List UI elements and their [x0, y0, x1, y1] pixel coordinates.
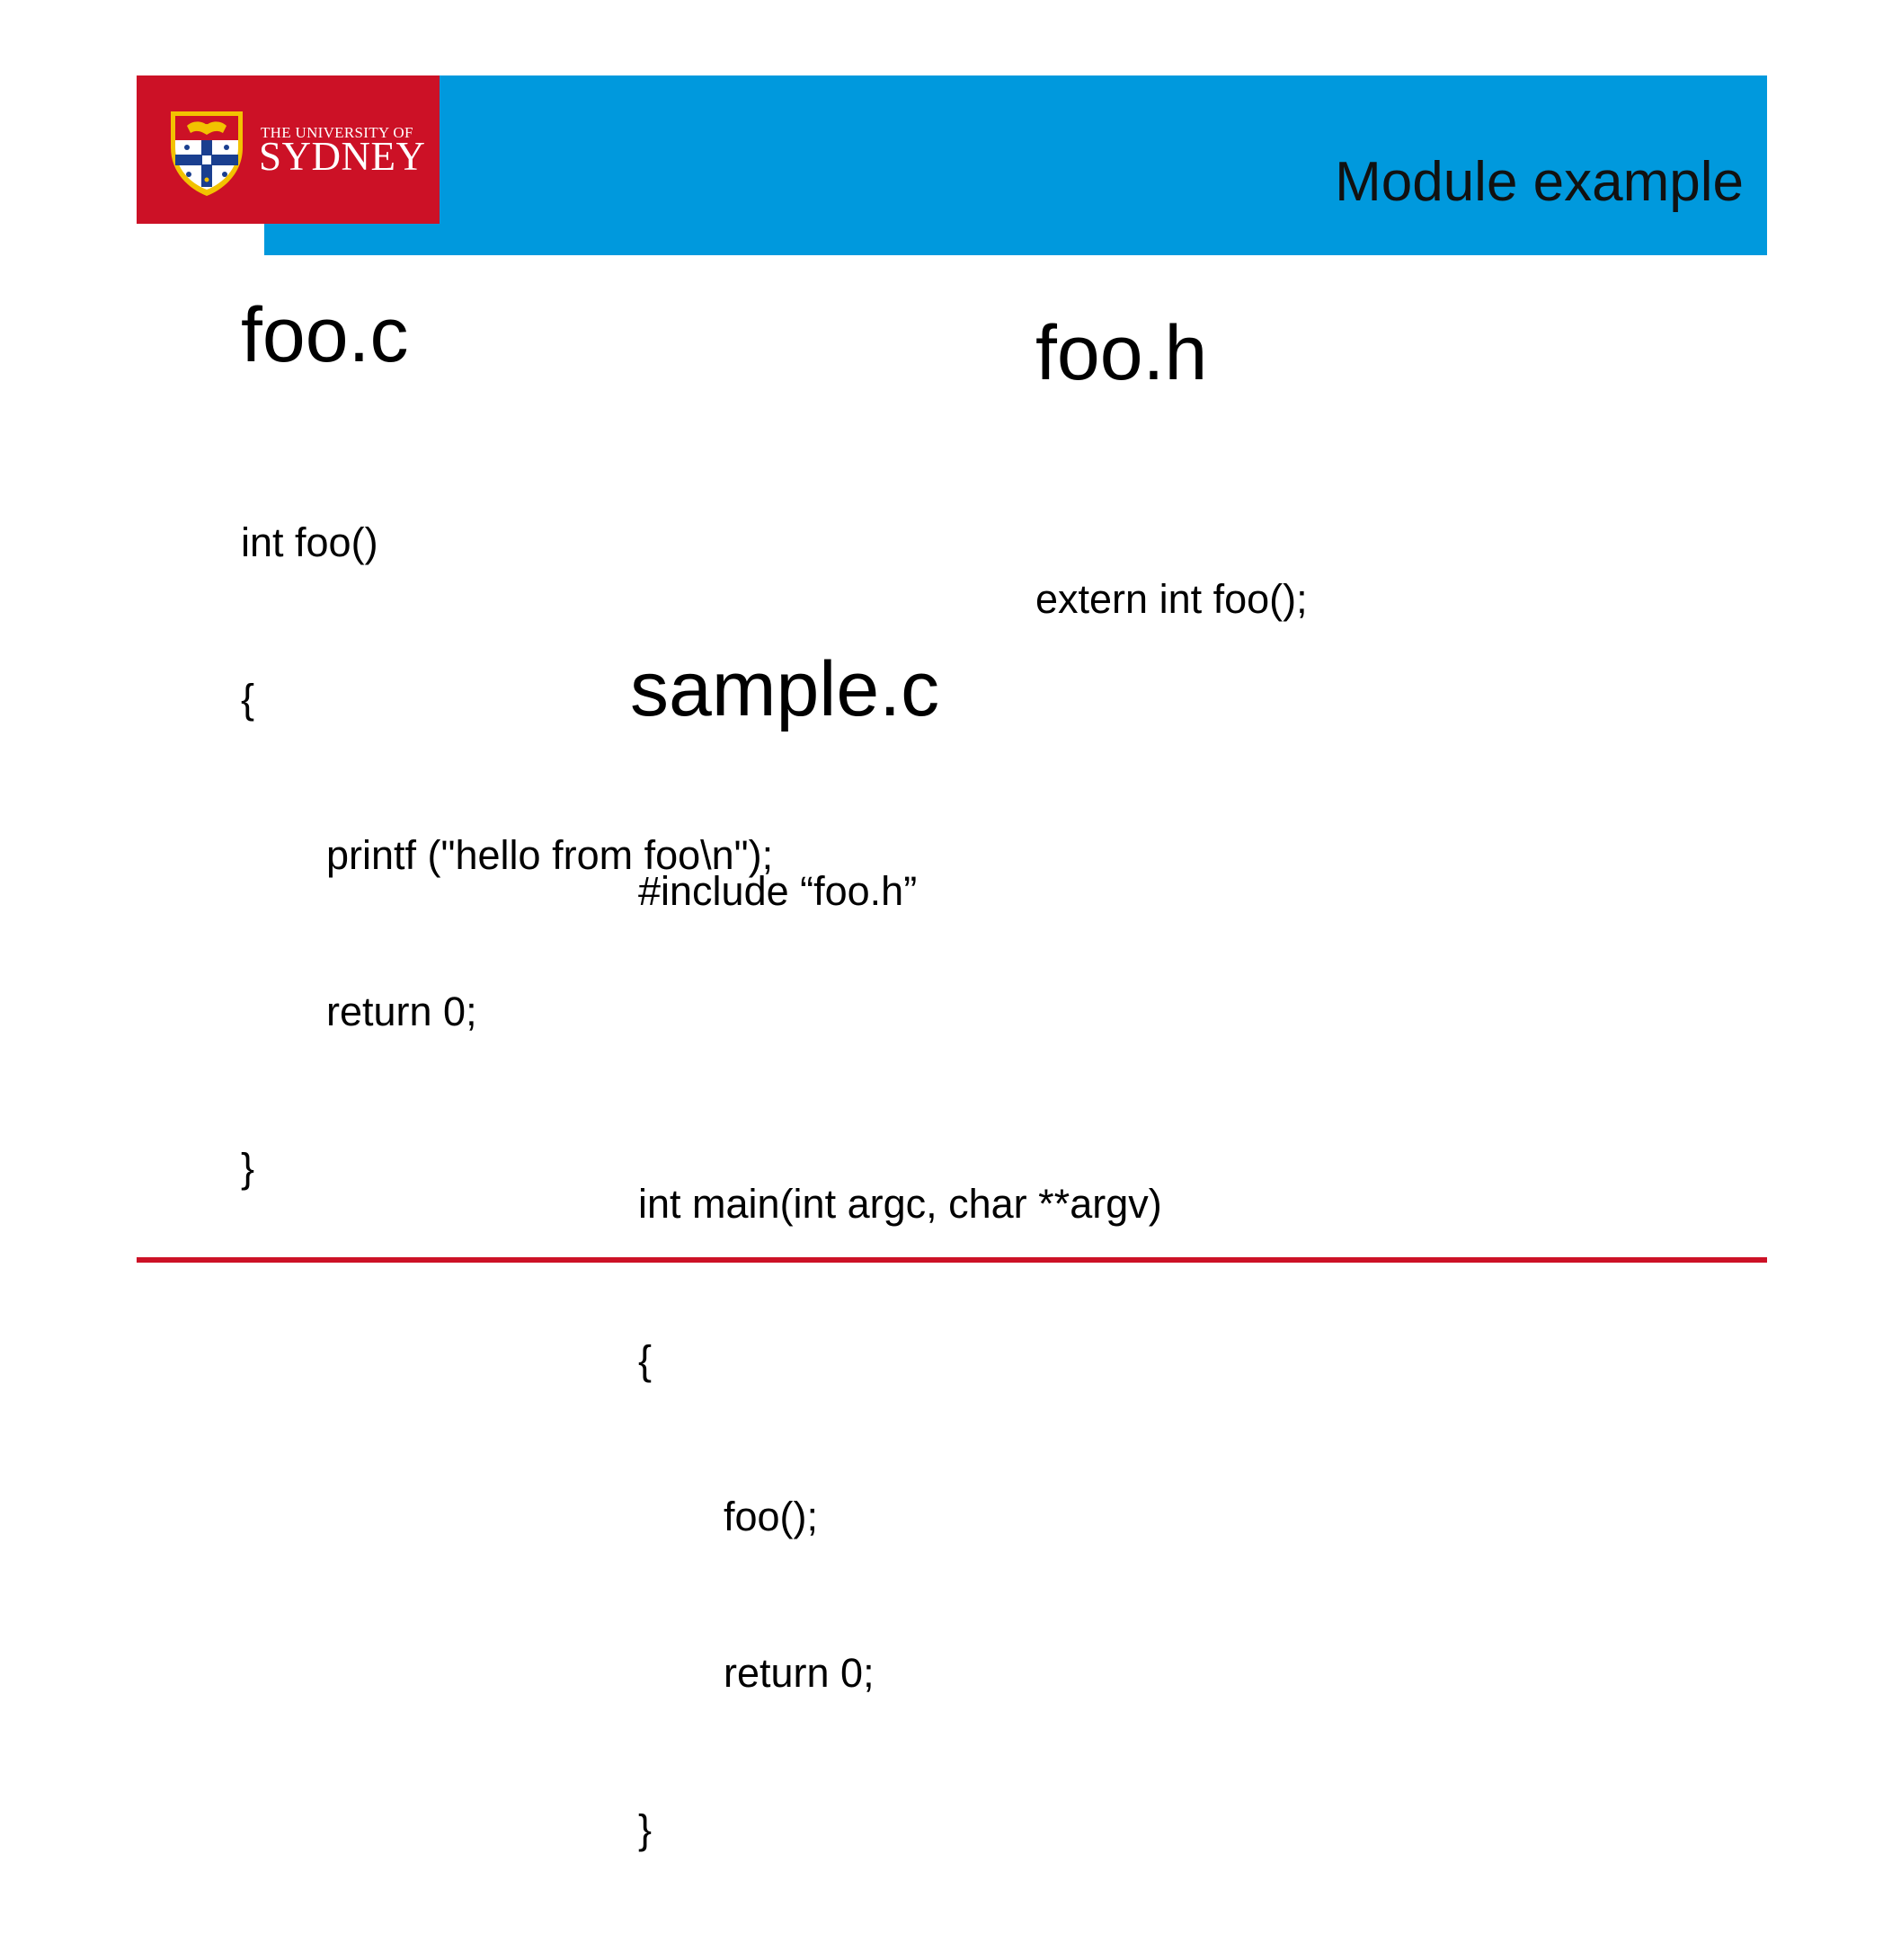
foo-c-heading: foo.c [241, 292, 409, 378]
sample-c-code: #include “foo.h” int main(int argc, char… [638, 761, 1162, 1960]
foo-h-code: extern int foo(); [1035, 469, 1308, 730]
code-line: return 0; [724, 1650, 875, 1696]
code-line: } [638, 1806, 653, 1852]
code-line [638, 1022, 1162, 1074]
slide-title: Module example [1335, 151, 1744, 213]
slide: THE UNIVERSITY OF SYDNEY Module example … [137, 75, 1767, 1852]
code-line: } [241, 1145, 255, 1191]
code-line: { [638, 1337, 653, 1383]
code-line: printf ("hello from foo\n"); [326, 832, 774, 878]
foo-h-heading: foo.h [1035, 310, 1208, 396]
code-line: foo(); [724, 1494, 819, 1539]
logo-text-line1: THE UNIVERSITY OF [261, 124, 413, 141]
logo-text-line2: SYDNEY [259, 134, 426, 179]
sample-c-heading: sample.c [630, 646, 940, 732]
code-line: return 0; [326, 989, 477, 1034]
footer-rule [137, 1257, 1767, 1263]
code-line: #include “foo.h” [638, 868, 918, 914]
code-line: { [241, 676, 255, 722]
university-logo: THE UNIVERSITY OF SYDNEY [167, 104, 425, 198]
foo-c-code: int foo() { printf ("hello from foo\n");… [241, 412, 773, 1299]
university-crest-icon [171, 111, 243, 196]
code-line: extern int foo(); [1035, 576, 1308, 622]
code-line: int foo() [241, 519, 378, 565]
header-bar [264, 75, 1767, 255]
code-line: int main(int argc, char **argv) [638, 1181, 1162, 1227]
